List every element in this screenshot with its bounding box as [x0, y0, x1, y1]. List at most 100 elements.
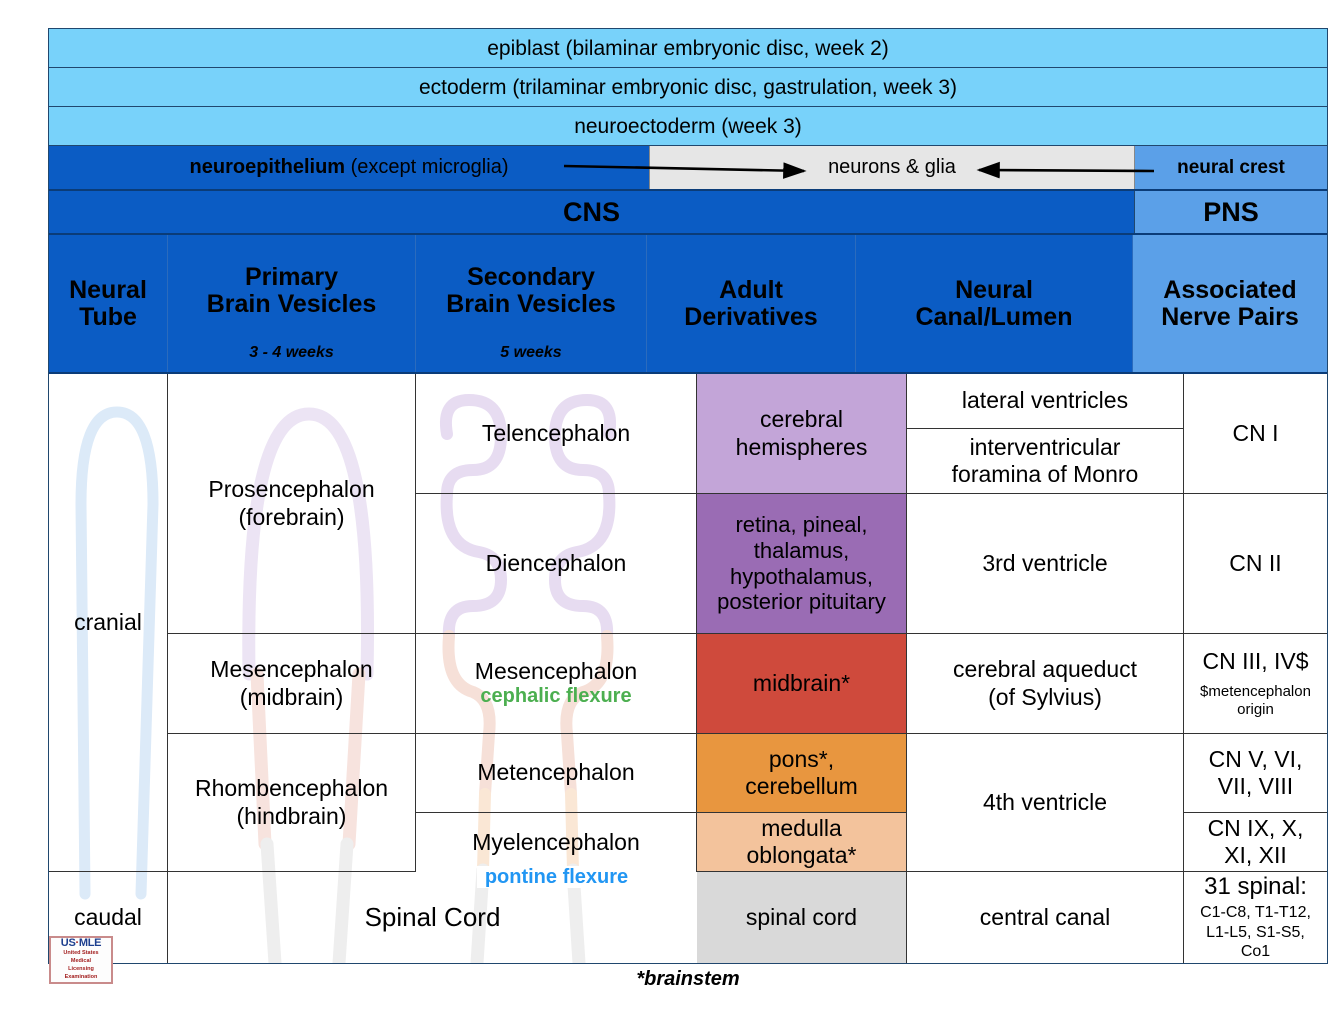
neural-crest-label: neural crest [1177, 156, 1285, 178]
cell-lateral-ventricles: lateral ventricles [907, 374, 1184, 429]
logo-us-text: US [60, 937, 76, 950]
dien-deriv-l3: hypothalamus, [729, 563, 874, 589]
banner-row-ectoderm: ectoderm (trilaminar embryonic disc, gas… [49, 68, 1327, 107]
cns-cell: CNS [49, 191, 1135, 233]
usmle-logo: US·MLE United States Medical Licensing E… [49, 936, 113, 984]
footnote-brainstem: *brainstem [636, 968, 740, 990]
third-ventricle-label: 3rd ventricle [982, 549, 1108, 576]
cn-5-8-l1: CN V, VI, [1208, 745, 1303, 772]
mesencephalon-secondary-label: Mesencephalon [474, 658, 638, 685]
cn-9-12-l2: XI, XII [1224, 842, 1287, 868]
neuroepithelium-bold-label: neuroepithelium [189, 156, 346, 178]
cell-cerebral-hemispheres: cerebral hemispheres [697, 374, 907, 494]
myelencephalon-label: Myelencephalon [472, 828, 640, 855]
col-hdr-nerve-l2: Nerve Pairs [1161, 302, 1299, 331]
column-secondary-vesicles: Telencephalon Diencephalon Mesencephalon… [416, 374, 697, 963]
rhombencephalon-l1: Rhombencephalon [194, 775, 389, 802]
col-hdr-secondary-l1: Secondary [467, 263, 595, 291]
medulla-l2: oblongata* [746, 842, 857, 868]
col-hdr-neural-tube-l2: Tube [79, 302, 137, 331]
aqueduct-l1: cerebral aqueduct [952, 656, 1138, 683]
cerebral-hemispheres-l2: hemispheres [735, 433, 868, 460]
banner-row-neuroectoderm: neuroectoderm (week 3) [49, 107, 1327, 146]
caudal-label: caudal [74, 903, 142, 930]
spinal-cord-vesicle-label: Spinal Cord [364, 902, 501, 933]
fourth-ventricle-label: 4th ventricle [982, 788, 1107, 815]
cranial-label: cranial [74, 608, 142, 635]
cell-fourth-ventricle: 4th ventricle [907, 734, 1184, 872]
mesencephalon-primary-l2: (midbrain) [239, 683, 344, 710]
column-neural-canal: lateral ventricles interventricular fora… [907, 374, 1184, 963]
col-hdr-nerve-l1: Associated [1163, 276, 1297, 304]
pons-label: pons*, [768, 745, 835, 772]
cell-diencephalon-derivatives: retina, pineal, thalamus, hypothalamus, … [697, 494, 907, 634]
cell-midbrain: midbrain* [697, 634, 907, 734]
cn-3-4-note: $metencephalon origin [1200, 683, 1311, 719]
pontine-flexure-label: pontine flexure [476, 866, 637, 888]
prosencephalon-l1: Prosencephalon [208, 476, 375, 503]
diencephalon-label: Diencephalon [485, 549, 627, 576]
cell-spinal-cord-derivative: spinal cord [697, 872, 907, 963]
spinal-cord-derivative-label: spinal cord [745, 903, 858, 930]
system-row: CNS PNS [49, 191, 1327, 235]
cell-pons-cerebellum: pons*, cerebellum [697, 734, 907, 813]
cell-mesencephalon-primary: Mesencephalon (midbrain) [168, 634, 416, 734]
metencephalon-label: Metencephalon [477, 759, 635, 786]
logo-line-medical: Medical [70, 957, 92, 964]
cerebellum-label: cerebellum [745, 773, 858, 799]
main-table: epiblast (bilaminar embryonic disc, week… [48, 28, 1328, 964]
neurons-glia-cell: neurons & glia [649, 146, 1135, 189]
foramina-l1: interventricular [969, 433, 1121, 460]
col-hdr-secondary-l2: Brain Vesicles [446, 289, 616, 318]
cell-cn-2: CN II [1184, 494, 1327, 634]
cell-cranial: cranial [49, 374, 168, 872]
dien-deriv-l2: thalamus, [753, 537, 850, 563]
col-hdr-canal-l1: Neural [955, 276, 1033, 304]
col-hdr-primary-l2: Brain Vesicles [206, 289, 377, 318]
cn-9-12-l1: CN IX, X, [1207, 814, 1304, 841]
banner-label-epiblast: epiblast (bilaminar embryonic disc, week… [487, 37, 889, 60]
cell-diencephalon: Diencephalon [416, 494, 697, 634]
logo-mle-text: MLE [78, 937, 102, 950]
cell-prosencephalon: Prosencephalon (forebrain) [168, 374, 416, 634]
cn-3-4-label: CN III, IV$ [1202, 648, 1309, 675]
cell-spinal-cord-vesicle: Spinal Cord [168, 872, 697, 963]
col-hdr-neural-tube-l1: Neural [69, 276, 147, 304]
pns-label: PNS [1203, 196, 1259, 227]
cell-cn-1: CN I [1184, 374, 1327, 494]
cns-label: CNS [562, 196, 620, 227]
cell-rhombencephalon: Rhombencephalon (hindbrain) [168, 734, 416, 872]
column-nerve-pairs: CN I CN II CN III, IV$ $metencephalon or… [1184, 374, 1327, 963]
pns-cell: PNS [1135, 191, 1327, 233]
telencephalon-label: Telencephalon [481, 419, 631, 446]
prosencephalon-l2: (forebrain) [238, 503, 345, 530]
table-body: cranial caudal Prosencephalon (forebrain… [49, 374, 1327, 963]
pontine-flexure-wrap: pontine flexure [416, 866, 697, 889]
col-hdr-adult-l1: Adult [719, 276, 783, 304]
column-adult-derivatives: cerebral hemispheres retina, pineal, tha… [697, 374, 907, 963]
cell-interventricular-foramina: interventricular foramina of Monro [907, 429, 1184, 494]
mesencephalon-primary-l1: Mesencephalon [210, 656, 373, 683]
dien-deriv-l4: posterior pituitary [717, 589, 886, 615]
col-hdr-secondary-sub: 5 weeks [500, 344, 562, 361]
cell-cerebral-aqueduct: cerebral aqueduct (of Sylvius) [907, 634, 1184, 734]
lateral-ventricles-label: lateral ventricles [961, 387, 1129, 414]
col-hdr-primary-sub: 3 - 4 weeks [249, 344, 334, 361]
banner-row-epiblast: epiblast (bilaminar embryonic disc, week… [49, 29, 1327, 68]
col-hdr-primary-l1: Primary [244, 263, 339, 291]
neural-crest-cell: neural crest [1135, 146, 1327, 189]
cell-spinal-nerves: 31 spinal: C1-C8, T1-T12, L1-L5, S1-S5, … [1184, 872, 1327, 963]
column-neural-tube: cranial caudal [49, 374, 168, 963]
dien-deriv-l1: retina, pineal, [735, 511, 868, 537]
spinal-nerves-note-l1: C1-C8, T1-T12, [1200, 904, 1311, 922]
foramina-l2: foramina of Monro [951, 461, 1139, 487]
cerebral-hemispheres-l1: cerebral [759, 406, 844, 433]
banner-label-ectoderm: ectoderm (trilaminar embryonic disc, gas… [418, 76, 958, 99]
cell-caudal: caudal [49, 872, 168, 963]
cell-myelencephalon: Myelencephalon [416, 813, 697, 872]
cn-1-label: CN I [1232, 419, 1279, 446]
